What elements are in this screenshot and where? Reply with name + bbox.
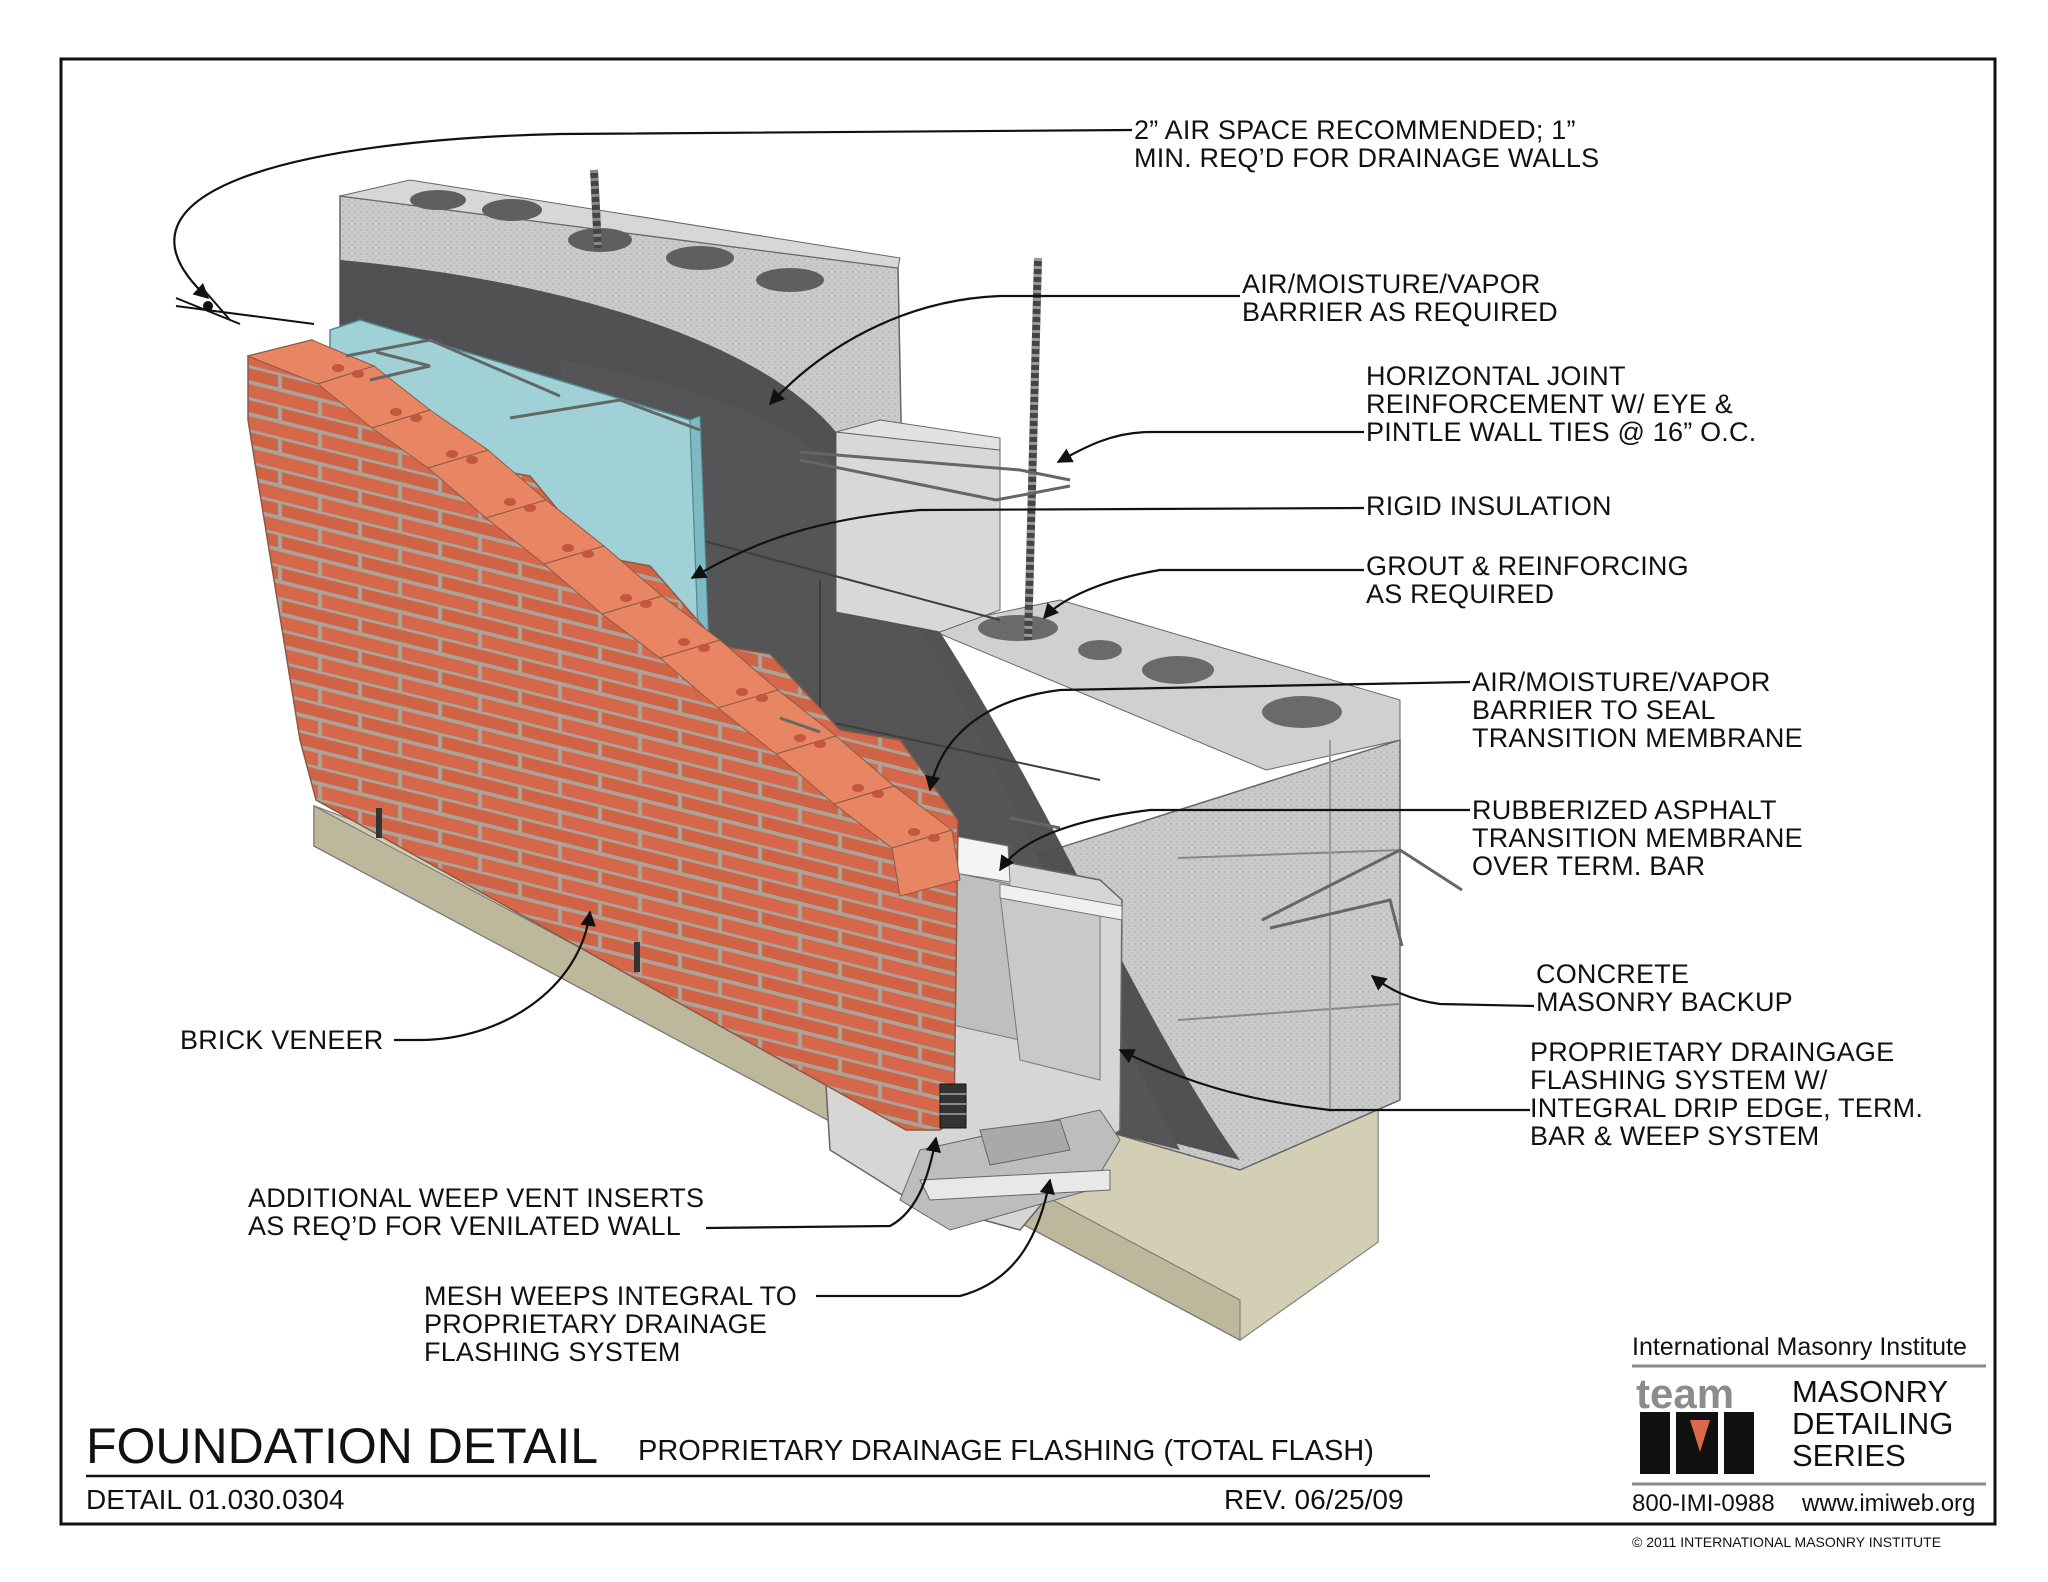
- callout-joint-reinforcement: HORIZONTAL JOINT REINFORCEMENT W/ EYE & …: [1366, 361, 1757, 447]
- callout-barrier-seal: AIR/MOISTURE/VAPOR BARRIER TO SEAL TRANS…: [1472, 667, 1803, 753]
- detail-subtitle: PROPRIETARY DRAINAGE FLASHING (TOTAL FLA…: [638, 1435, 1374, 1467]
- wall-ties: [345, 338, 1463, 947]
- website-link: www.imiweb.org: [1802, 1490, 1976, 1517]
- sheet-border: [59, 57, 1997, 1526]
- air-space-dimension: [175, 289, 315, 325]
- callout-air-space: 2” AIR SPACE RECOMMENDED; 1” MIN. REQ’D …: [1134, 115, 1600, 173]
- logo-team-word: team: [1636, 1370, 1734, 1417]
- callout-mesh-weeps: MESH WEEPS INTEGRAL TO PROPRIETARY DRAIN…: [424, 1281, 797, 1367]
- series-name: MASONRY DETAILING SERIES: [1792, 1374, 1954, 1473]
- detail-number: DETAIL 01.030.0304: [86, 1484, 345, 1515]
- callout-air-barrier: AIR/MOISTURE/VAPOR BARRIER AS REQUIRED: [1242, 269, 1558, 327]
- revision-date: REV. 06/25/09: [1224, 1484, 1404, 1515]
- callout-weep-vents: ADDITIONAL WEEP VENT INSERTS AS REQ’D FO…: [248, 1183, 705, 1241]
- callout-flashing-system: PROPRIETARY DRAINGAGE FLASHING SYSTEM W/…: [1530, 1037, 1924, 1151]
- reinforcing-bars: [590, 169, 1042, 641]
- detail-title: FOUNDATION DETAIL: [86, 1418, 599, 1474]
- callout-cmu-backup: CONCRETE MASONRY BACKUP: [1536, 959, 1793, 1017]
- brick-veneer: [246, 339, 967, 1131]
- callout-brick-veneer: BRICK VENEER: [180, 1025, 384, 1055]
- phone-number: 800-IMI-0988: [1632, 1490, 1775, 1517]
- callout-rigid-insulation: RIGID INSULATION: [1366, 491, 1612, 521]
- leader-lines: [173, 128, 1535, 1298]
- copyright-notice: © 2011 INTERNATIONAL MASONRY INSTITUTE: [1632, 1534, 1942, 1550]
- callout-grout: GROUT & REINFORCING AS REQUIRED: [1366, 551, 1689, 609]
- callout-rubberized: RUBBERIZED ASPHALT TRANSITION MEMBRANE O…: [1472, 795, 1803, 881]
- imi-logo: team: [1632, 1364, 1986, 1486]
- institute-name: International Masonry Institute: [1632, 1333, 1967, 1361]
